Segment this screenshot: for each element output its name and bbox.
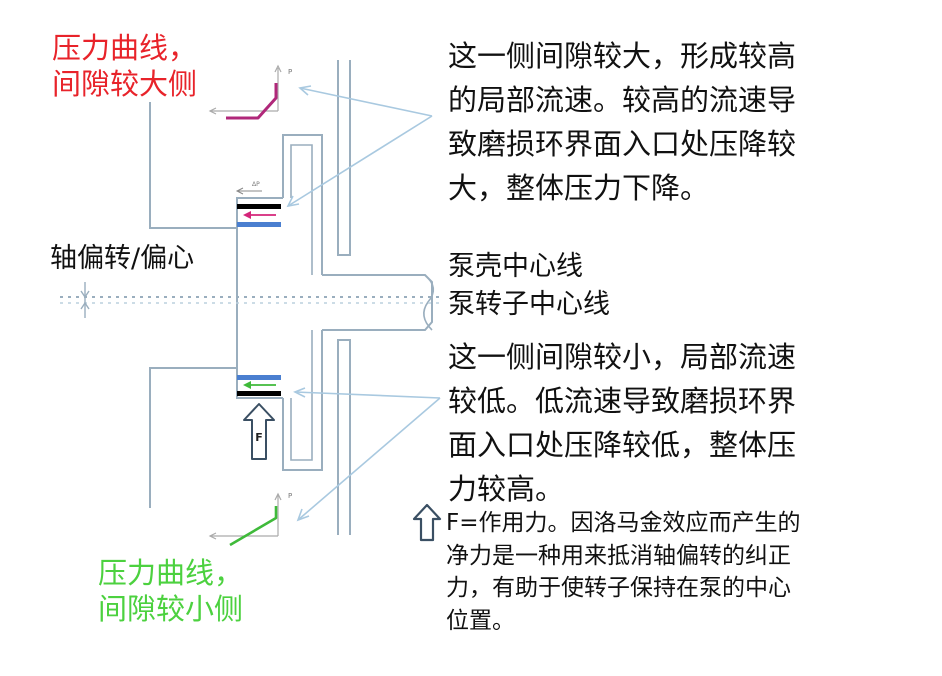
small-gap-explanation: 这一侧间隙较小，局部流速 较低。低流速导致磨损环界 面入口处压降较低，整体压 力… bbox=[448, 335, 796, 511]
impeller-lower-shroud bbox=[282, 330, 323, 471]
upper-pressure-axis-label: P bbox=[288, 68, 292, 76]
large-gap-explanation: 这一侧间隙较大，形成较高 的局部流速。较高的流速导 致磨损环界面入口处压降较 大… bbox=[448, 34, 796, 210]
shaft-outline bbox=[322, 274, 433, 331]
upper-pressure-curve bbox=[226, 83, 278, 120]
lower-pressure-axis-arrow bbox=[274, 492, 282, 501]
force-arrow-label: F bbox=[255, 431, 263, 444]
pressure-curve-large-gap-label: 压力曲线， 间隙较大侧 bbox=[52, 30, 197, 103]
small-gap-explanation-line-2: 较低。低流速导致磨损环界 bbox=[448, 384, 797, 419]
lower-gap-flow-arrowhead bbox=[243, 381, 251, 389]
large-gap-explanation-line-3: 致磨损环界面入口处压降较 bbox=[448, 127, 797, 162]
deflection-arrow-up bbox=[80, 290, 90, 299]
pressure-curve-small-gap-line-1: 压力曲线， bbox=[98, 556, 244, 590]
shaft-deflection-label: 轴偏转/偏心 bbox=[50, 243, 195, 274]
small-gap-explanation-line-4: 力较高。 bbox=[448, 472, 565, 507]
upper-delta-p-label: ΔP bbox=[252, 181, 260, 188]
force-note-line-3: 力，有助于使转子保持在泵的中心 bbox=[446, 575, 791, 602]
force-note: F=作用力。因洛马金效应而产生的 净力是一种用来抵消轴偏转的纠正 力，有助于使转… bbox=[446, 507, 801, 638]
rotor-centerline-label: 泵转子中心线 bbox=[448, 289, 610, 320]
casing-upper-outline bbox=[149, 102, 283, 229]
pressure-curve-large-gap-line-1: 压力曲线， bbox=[52, 31, 198, 65]
lower-pressure-curve bbox=[229, 506, 278, 547]
large-gap-explanation-line-4: 大，整体压力下降。 bbox=[448, 171, 710, 206]
casing-volute-upper bbox=[337, 60, 351, 256]
shaft-break bbox=[423, 274, 435, 331]
upper-axis-arrow-left bbox=[208, 107, 217, 115]
large-gap-explanation-line-1: 这一侧间隙较大，形成较高 bbox=[448, 39, 797, 73]
small-gap-explanation-line-3: 面入口处压降较低，整体压 bbox=[448, 428, 797, 463]
pressure-curve-small-gap-label: 压力曲线， 间隙较小侧 bbox=[98, 555, 243, 628]
callout-lower-2 bbox=[297, 397, 441, 521]
force-arrow-icon bbox=[412, 503, 442, 542]
pressure-curve-small-gap-line-2: 间隙较小侧 bbox=[98, 592, 244, 627]
casing-volute-lower bbox=[337, 339, 351, 535]
callout-upper-2-arrowhead bbox=[286, 195, 300, 208]
lower-wear-ring-blue bbox=[237, 375, 281, 380]
casing-centerline-label: 泵壳中心线 bbox=[448, 251, 583, 282]
callout-lower-1-arrowhead bbox=[293, 387, 306, 398]
lower-wear-ring-dark bbox=[237, 391, 281, 396]
large-gap-explanation-line-2: 的局部流速。较高的流速导 bbox=[448, 83, 797, 118]
lower-pressure-axis-label: P bbox=[288, 492, 292, 500]
force-note-line-4: 位置。 bbox=[446, 607, 515, 634]
deflection-arrow-down bbox=[80, 301, 90, 310]
upper-wear-ring-dark bbox=[237, 204, 281, 209]
upper-gap-flow-arrowhead bbox=[243, 211, 251, 219]
force-arrow bbox=[243, 403, 275, 460]
callout-lower-1 bbox=[294, 391, 441, 399]
impeller-lower-inner bbox=[290, 330, 313, 461]
pressure-curve-large-gap-line-2: 间隙较大侧 bbox=[52, 67, 198, 102]
callout-upper-1-arrowhead bbox=[298, 85, 312, 96]
callout-upper-1 bbox=[299, 87, 433, 117]
upper-delta-p-arrowhead bbox=[235, 187, 244, 195]
impeller-upper-inner bbox=[290, 144, 313, 275]
force-note-line-2: 净力是一种用来抵消轴偏转的纠正 bbox=[446, 542, 791, 569]
callout-upper-2 bbox=[287, 115, 433, 207]
force-note-line-1: F=作用力。因洛马金效应而产生的 bbox=[446, 510, 801, 536]
lower-axis-arrow-left bbox=[208, 532, 217, 540]
small-gap-explanation-line-1: 这一侧间隙较小，局部流速 bbox=[448, 340, 797, 374]
upper-wear-ring-blue bbox=[237, 222, 281, 227]
upper-pressure-axis-arrow bbox=[274, 64, 282, 73]
impeller-upper-shroud bbox=[282, 134, 323, 275]
callout-lower-2-arrowhead bbox=[296, 508, 310, 522]
